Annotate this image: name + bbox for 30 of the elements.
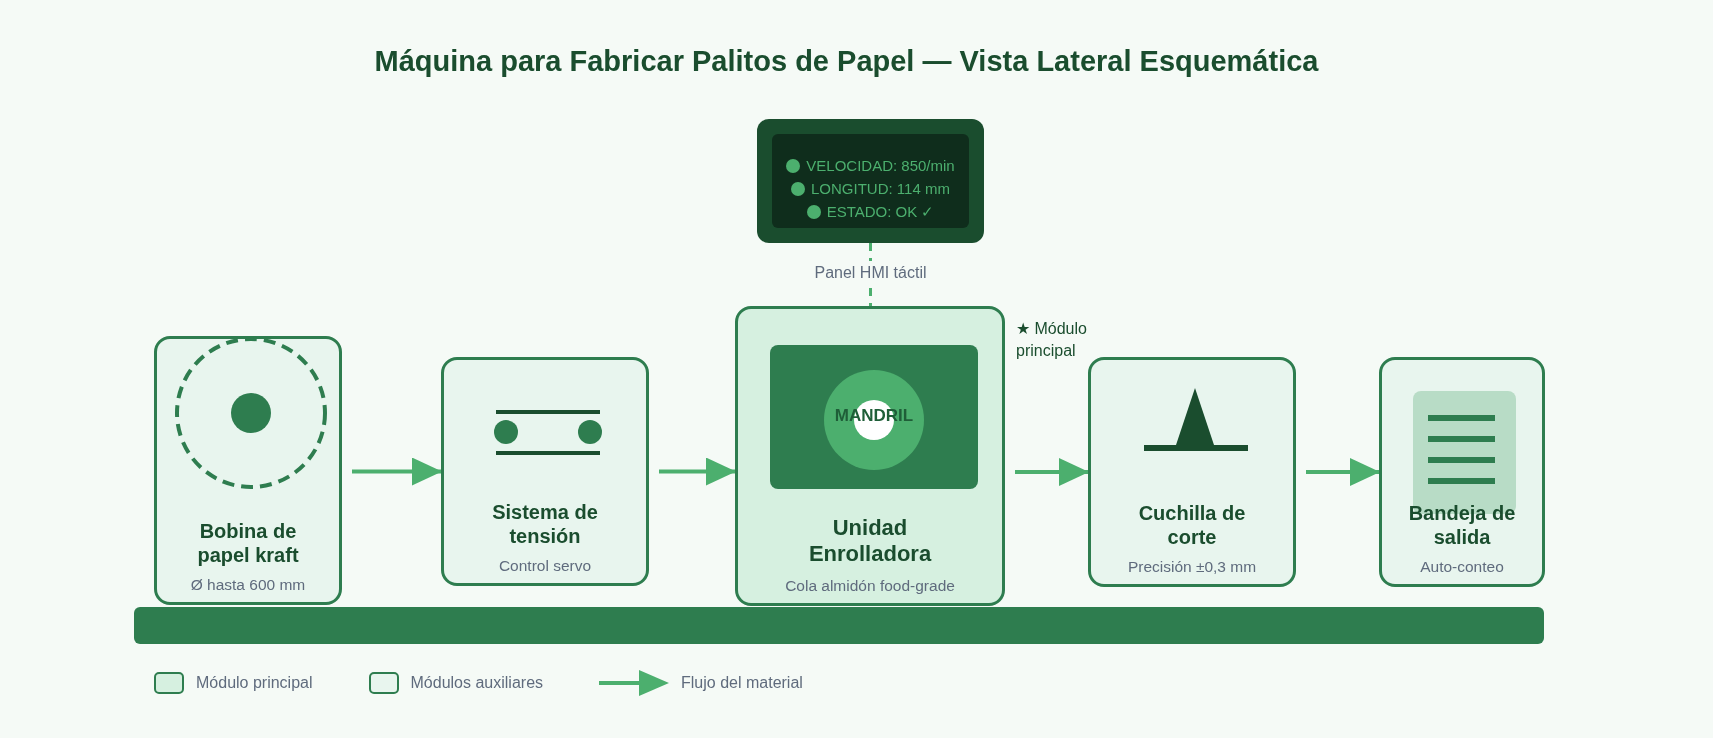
flow-arrow	[352, 457, 442, 486]
module-box	[154, 336, 342, 605]
flow-arrow	[1306, 458, 1380, 486]
module-box	[735, 306, 1005, 606]
status-readout: VELOCIDAD: 850/min	[786, 156, 955, 176]
module-box	[441, 357, 649, 586]
legend-label: Módulo principal	[196, 673, 313, 693]
hmi-panel	[757, 119, 984, 243]
module-spec: Precisión ±0,3 mm	[1127, 556, 1257, 577]
module-spec: Cola almidón food-grade	[785, 575, 955, 596]
module-spec: Ø hasta 600 mm	[190, 574, 306, 595]
flow-arrow	[659, 457, 736, 486]
module-title: Sistema de tensión	[491, 499, 599, 548]
status-readout: LONGITUD: 114 mm	[791, 179, 950, 199]
legend-label: Flujo del material	[681, 673, 803, 693]
module-box	[1379, 357, 1545, 587]
mandrel-housing	[770, 345, 978, 489]
module-title: Bobina de papel kraft	[196, 518, 300, 567]
module-spec: Control servo	[498, 555, 592, 576]
module-box	[1088, 357, 1296, 587]
module-spec: Auto-conteo	[1420, 556, 1504, 577]
module-title: Cuchilla de corte	[1137, 500, 1247, 549]
machine-base	[134, 607, 1544, 644]
module-title: Bandeja de salida	[1407, 500, 1517, 549]
flow-arrow	[1015, 458, 1089, 486]
diagram-title: Máquina para Fabricar Palitos de Papel — Vista Lateral Esquemática	[373, 44, 1320, 79]
legend-label: Módulos auxiliares	[410, 673, 544, 693]
module-title: Unidad Enrolladora	[807, 514, 933, 568]
callout-note: ★ Módulo principal	[1016, 319, 1088, 361]
status-readout: ESTADO: OK ✓	[806, 202, 935, 222]
